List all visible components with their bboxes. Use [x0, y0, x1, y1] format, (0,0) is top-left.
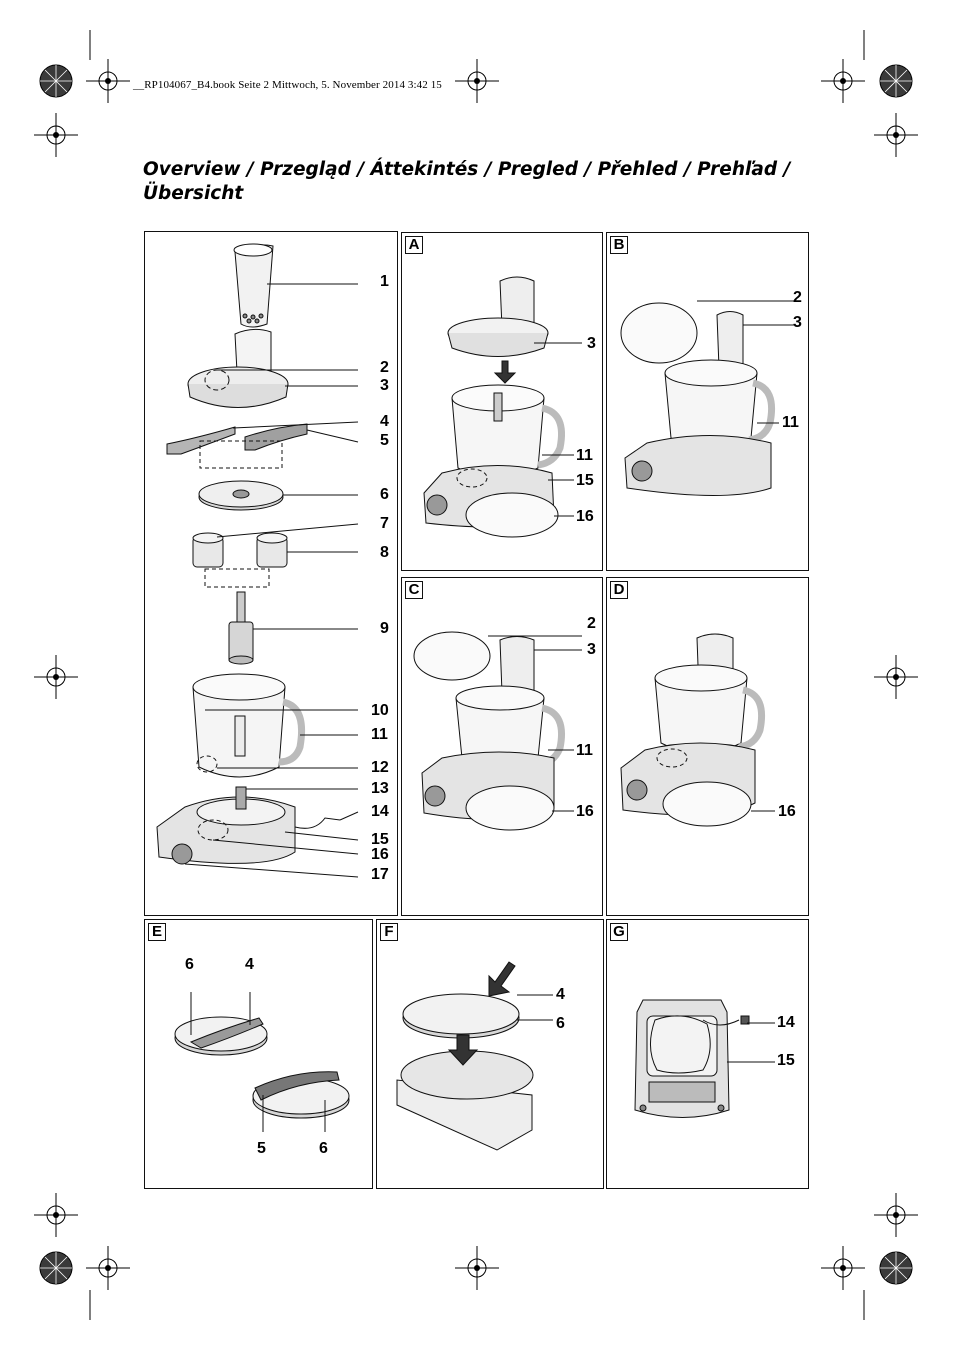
panel-f: F 4 6 — [376, 919, 604, 1189]
page-title: Overview / Przegląd / Áttekintés / Pregl… — [143, 158, 790, 206]
panel-g-illustration — [634, 999, 775, 1118]
label-14: 14 — [777, 1014, 795, 1031]
panel-d-illustration — [620, 633, 775, 827]
label-3: 3 — [587, 335, 596, 352]
label-8: 8 — [380, 544, 389, 561]
label-16: 16 — [576, 508, 594, 525]
panel-letter-c: C — [405, 581, 423, 599]
label-5: 5 — [380, 432, 389, 449]
label-16: 16 — [576, 803, 594, 820]
registration-star-icon — [39, 1251, 73, 1285]
label-13: 13 — [371, 780, 389, 797]
panel-letter-d: D — [610, 581, 628, 599]
panel-c: C 2 3 11 16 — [401, 577, 603, 916]
label-11: 11 — [371, 726, 388, 743]
registration-star-icon — [879, 64, 913, 98]
label-11: 11 — [576, 742, 593, 759]
label-15: 15 — [777, 1052, 795, 1069]
label-2: 2 — [380, 359, 389, 376]
label-17: 17 — [371, 866, 389, 883]
label-3: 3 — [587, 641, 596, 658]
title-line-1: Overview / Przegląd / Áttekintés / Pregl… — [143, 159, 791, 180]
label-4: 4 — [556, 986, 565, 1003]
label-1: 1 — [380, 273, 389, 290]
label-9: 9 — [380, 620, 389, 637]
panel-b-illustration — [620, 300, 795, 496]
label-16: 16 — [778, 803, 796, 820]
panel-e: E 6 4 5 6 — [144, 919, 373, 1189]
panel-a: A 3 11 15 16 — [401, 232, 603, 571]
label-10: 10 — [371, 702, 389, 719]
panel-letter-e: E — [148, 923, 166, 941]
panel-c-illustration — [413, 631, 582, 831]
label-12: 12 — [371, 759, 389, 776]
label-15: 15 — [371, 831, 389, 848]
label-7: 7 — [380, 515, 389, 532]
label-2: 2 — [587, 615, 596, 632]
label-6: 6 — [319, 1140, 328, 1157]
label-14: 14 — [371, 803, 389, 820]
label-4: 4 — [245, 956, 254, 973]
label-15: 15 — [576, 472, 594, 489]
panel-letter-f: F — [380, 923, 398, 941]
panel-letter-g: G — [610, 923, 628, 941]
label-2: 2 — [793, 289, 802, 306]
panel-d: D 16 — [606, 577, 809, 916]
label-11: 11 — [576, 447, 593, 464]
panel-letter-a: A — [405, 236, 423, 254]
book-file-header: __RP104067_B4.book Seite 2 Mittwoch, 5. … — [133, 79, 442, 91]
label-3: 3 — [793, 314, 802, 331]
label-5: 5 — [257, 1140, 266, 1157]
registration-star-icon — [39, 64, 73, 98]
label-6: 6 — [556, 1015, 565, 1032]
registration-star-icon — [879, 1251, 913, 1285]
panel-b: B 2 3 11 — [606, 232, 809, 571]
panel-f-illustration — [396, 961, 553, 1151]
label-16: 16 — [371, 846, 389, 863]
panel-g: G 14 15 — [606, 919, 809, 1189]
title-line-2: Übersicht — [143, 183, 244, 204]
overview-illustration — [156, 243, 359, 878]
label-3: 3 — [380, 377, 389, 394]
label-4: 4 — [380, 413, 389, 430]
overview-panel: 1 2 3 4 5 6 7 8 9 10 11 12 13 14 15 16 1… — [144, 231, 398, 916]
label-6: 6 — [185, 956, 194, 973]
panel-a-illustration — [423, 276, 582, 538]
label-6: 6 — [380, 486, 389, 503]
label-11: 11 — [782, 414, 799, 431]
panel-letter-b: B — [610, 236, 628, 254]
panel-e-illustration — [174, 992, 350, 1132]
